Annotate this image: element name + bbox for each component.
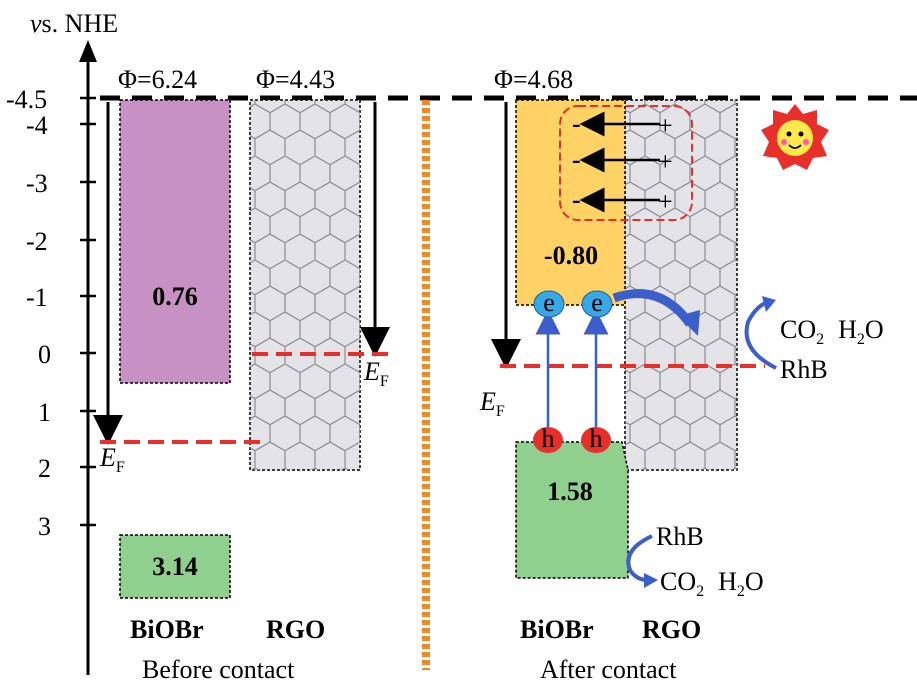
- minus-sign: -: [572, 109, 581, 138]
- interface-dipole-box: [559, 105, 693, 221]
- electron-icon: [533, 290, 565, 318]
- electron-icon: [581, 290, 613, 318]
- ef-label-after: EF: [479, 387, 505, 420]
- ef-label-rgo-before: EF: [363, 357, 389, 390]
- cb-value-after: -0.80: [544, 241, 598, 270]
- dipole-row: - +: [572, 109, 673, 140]
- hole-label: h: [590, 424, 603, 453]
- biobr-vb-value-before: 3.14: [152, 552, 198, 581]
- tick-label: -4.5: [6, 85, 47, 114]
- tick-label: 1: [38, 398, 51, 427]
- axis-title: vs. NHE: [30, 9, 118, 38]
- sun-icon: [761, 104, 829, 170]
- label-rgo-after: RGO: [642, 615, 701, 644]
- dipole-row: - +: [572, 185, 673, 216]
- plus-sign: +: [658, 147, 673, 176]
- rgo-hex-pattern-after: [625, 100, 737, 470]
- tick-label: 2: [38, 454, 51, 483]
- tick-label: 0: [38, 340, 51, 369]
- label-rgo-before: RGO: [266, 615, 325, 644]
- reaction-arrow-bottom: [626, 534, 653, 582]
- plus-sign: +: [658, 187, 673, 216]
- rhb-top: RhB: [780, 355, 828, 384]
- ef-label-biobr-before: EF: [99, 443, 125, 476]
- electron-label: e: [543, 288, 555, 317]
- y-axis-arrowhead: [79, 40, 97, 62]
- label-biobr-after: BiOBr: [520, 615, 594, 644]
- hole-label: h: [542, 424, 555, 453]
- biobr-cb-value-before: 0.76: [152, 282, 198, 311]
- reaction-arrow-top: [744, 300, 777, 370]
- electron-label: e: [591, 288, 603, 317]
- biobr-cb-band-before: [119, 99, 231, 384]
- y-ticks: -4.5 -4 -3 -2 -1 0 1 2 3: [6, 85, 96, 541]
- tick-label: -2: [26, 227, 48, 256]
- electron-transfer-arrowhead: [678, 310, 700, 336]
- phi-after: Φ=4.68: [494, 65, 573, 94]
- reaction-arrowhead-bottom: [644, 573, 658, 588]
- rhb-bottom: RhB: [656, 522, 704, 551]
- hole-icon: [533, 427, 563, 453]
- tick-label: -1: [26, 283, 48, 312]
- label-biobr-before: BiOBr: [130, 615, 204, 644]
- plus-sign: +: [658, 111, 673, 140]
- biobr-vb-band-after: [515, 441, 629, 579]
- tick-label: 3: [38, 512, 51, 541]
- biobr-vb-band-before: [119, 534, 231, 599]
- hole-icon: [581, 427, 611, 453]
- minus-sign: -: [572, 145, 581, 174]
- vb-value-after: 1.58: [547, 477, 593, 506]
- caption-after: After contact: [540, 655, 677, 684]
- minus-sign: -: [572, 185, 581, 214]
- caption-before: Before contact: [142, 655, 295, 684]
- phi-rgo-before: Φ=4.43: [256, 65, 335, 94]
- tick-label: -3: [26, 169, 48, 198]
- phi-biobr-before: Φ=6.24: [118, 65, 197, 94]
- dipole-row: - +: [572, 145, 673, 176]
- rgo-hex-pattern-before: [250, 100, 360, 470]
- tick-label: -4: [26, 111, 48, 140]
- biobr-cb-band-after: [515, 99, 626, 306]
- reaction-arrowhead-top: [762, 296, 776, 312]
